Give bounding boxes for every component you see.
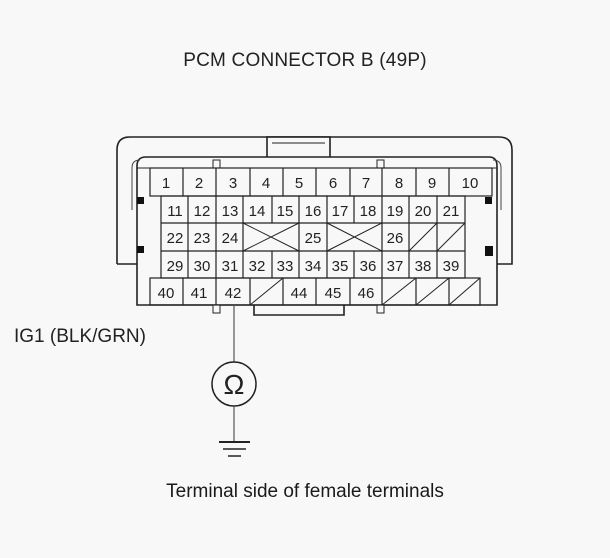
- svg-text:21: 21: [443, 203, 460, 220]
- svg-text:45: 45: [325, 285, 342, 302]
- terminal-row-5: [149, 277, 481, 306]
- svg-text:12: 12: [194, 203, 211, 220]
- svg-text:2: 2: [195, 175, 203, 192]
- svg-text:38: 38: [415, 258, 432, 275]
- svg-text:9: 9: [428, 175, 436, 192]
- terminal-row-1: [149, 167, 493, 197]
- svg-text:37: 37: [387, 258, 404, 275]
- svg-text:11: 11: [167, 203, 183, 220]
- diagram-caption: Terminal side of female terminals: [166, 481, 444, 502]
- connector-title: PCM CONNECTOR B (49P): [183, 50, 427, 71]
- svg-text:39: 39: [443, 258, 460, 275]
- svg-text:19: 19: [387, 203, 404, 220]
- svg-text:23: 23: [194, 230, 211, 247]
- svg-text:46: 46: [358, 285, 375, 302]
- terminal-labels-row-2: 11 12 13 14 15 16 17 18 19 20 21: [167, 203, 459, 220]
- svg-text:29: 29: [167, 258, 184, 275]
- wire-label: IG1 (BLK/GRN): [14, 326, 146, 347]
- svg-text:34: 34: [305, 258, 322, 275]
- ground-icon: [219, 441, 250, 457]
- svg-text:35: 35: [332, 258, 349, 275]
- connector-outer-shell: [116, 136, 513, 265]
- svg-text:42: 42: [225, 285, 242, 302]
- svg-text:26: 26: [387, 230, 404, 247]
- terminal-labels-row-4: 29 30 31 32 33 34 35 36 37 38 39: [167, 258, 460, 275]
- svg-text:5: 5: [295, 175, 303, 192]
- svg-text:22: 22: [167, 230, 184, 247]
- svg-text:14: 14: [249, 203, 266, 220]
- svg-text:3: 3: [229, 175, 237, 192]
- svg-text:40: 40: [158, 285, 175, 302]
- ohm-symbol: Ω: [224, 369, 245, 400]
- svg-text:20: 20: [415, 203, 432, 220]
- svg-text:10: 10: [462, 175, 479, 192]
- svg-text:6: 6: [329, 175, 337, 192]
- connector-body: [136, 156, 498, 306]
- svg-text:15: 15: [277, 203, 294, 220]
- svg-text:25: 25: [305, 230, 322, 247]
- svg-text:17: 17: [332, 203, 349, 220]
- svg-text:44: 44: [291, 285, 308, 302]
- svg-text:4: 4: [262, 175, 270, 192]
- svg-text:8: 8: [395, 175, 403, 192]
- svg-text:18: 18: [360, 203, 377, 220]
- svg-text:7: 7: [362, 175, 370, 192]
- svg-text:13: 13: [222, 203, 239, 220]
- svg-text:1: 1: [162, 175, 170, 192]
- svg-text:16: 16: [305, 203, 322, 220]
- terminal-labels-row-5: 40 41 42 44 45 46: [158, 285, 375, 302]
- svg-text:36: 36: [360, 258, 377, 275]
- connector-latch-tab: [266, 136, 331, 159]
- svg-text:24: 24: [222, 230, 239, 247]
- svg-text:32: 32: [249, 258, 266, 275]
- svg-text:33: 33: [277, 258, 294, 275]
- terminal-labels-row-3: 22 23 24 25 26: [167, 230, 404, 247]
- svg-text:30: 30: [194, 258, 211, 275]
- svg-text:31: 31: [222, 258, 239, 275]
- svg-text:41: 41: [191, 285, 208, 302]
- terminal-labels-row-1: 1 2 3 4 5 6 7 8 9 10: [162, 175, 479, 192]
